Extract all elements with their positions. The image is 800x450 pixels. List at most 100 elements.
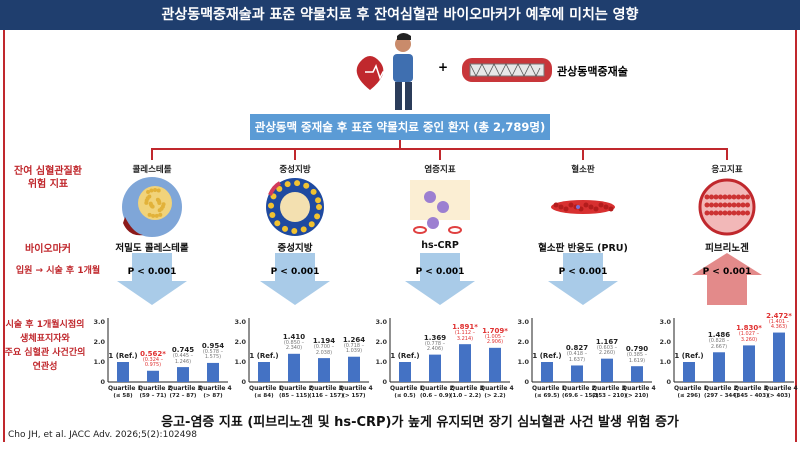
bar-label-group: 1.830*(1.027 – 3.260) <box>734 324 764 343</box>
risk-indicator-label: 잔여 심혈관질환 위험 지표 <box>14 166 82 190</box>
x-tick-label: Quartile 1 <box>390 385 424 392</box>
bar <box>713 352 725 382</box>
chart-plot-area <box>107 318 228 383</box>
bar-value-label: 2.472* <box>766 311 792 320</box>
population-box: 관상동맥 중재술 후 표준 약물치료 중인 환자 (총 2,789명) <box>250 114 550 140</box>
bar <box>429 354 441 382</box>
connector <box>582 148 584 160</box>
bar-label-group: 1 (Ref.) <box>249 352 279 360</box>
bar-label-group: 1.410(0.850 – 2.340) <box>279 333 309 352</box>
x-tick-label: Quartile 3 <box>168 385 202 392</box>
bar-label-group: 0.954(0.578 – 1.575) <box>198 342 228 361</box>
confidence-interval-label: (0.828 – 2.667) <box>708 338 730 350</box>
bar-label-group: 1 (Ref.) <box>674 352 704 360</box>
chart-plot-area <box>673 318 794 383</box>
confidence-interval-label: (1.027 – 3.260) <box>738 331 760 343</box>
decrease-arrow: P < 0.001 <box>405 253 475 305</box>
bar <box>489 347 501 382</box>
bar <box>147 370 159 382</box>
bar <box>117 362 129 382</box>
x-range-label: (72 – 87) <box>169 393 197 399</box>
x-range-label: (> 157) <box>342 393 366 399</box>
x-range-label: (> 87) <box>203 393 223 399</box>
confidence-interval-label: (0.700 – 2.038) <box>313 344 335 356</box>
x-range-label: (> 2.2) <box>484 393 506 399</box>
bar-value-label: 0.954 <box>201 341 225 350</box>
x-tick-label: Quartile 2 <box>562 385 596 392</box>
x-tick-label: Quartile 3 <box>450 385 484 392</box>
decrease-arrow: P < 0.001 <box>260 253 330 305</box>
bar-label-group: 1 (Ref.) <box>390 352 420 360</box>
confidence-interval-label: (1.005 – 2.906) <box>484 333 506 346</box>
x-tick-label: Quartile 4 <box>480 385 514 392</box>
x-tick-label: Quartile 3 <box>734 385 768 392</box>
y-tick-label: 1.0 <box>93 357 105 366</box>
bar-value-label: 1 (Ref.) <box>108 352 138 360</box>
biomarker-name: hs-CRP <box>421 240 459 251</box>
biomarker-illustration-icon <box>122 177 182 237</box>
confidence-interval-label: (0.324 – 0.975) <box>142 356 164 369</box>
y-tick-label: 3.0 <box>517 317 529 326</box>
bar-value-label: 1.891* <box>452 323 478 332</box>
y-tick-label: 3.0 <box>375 317 387 326</box>
category-label: 염증지표 <box>424 165 456 175</box>
bar-label-group: 1.709*(1.005 – 2.906) <box>480 327 510 346</box>
bar <box>459 344 471 382</box>
confidence-interval-label: (1.112 – 3.214) <box>454 330 476 342</box>
x-range-label: (≤ 84) <box>254 393 274 399</box>
bar <box>399 362 411 382</box>
connector <box>399 140 401 149</box>
x-range-label: (≤ 69.5) <box>534 393 560 399</box>
bar-label-group: 1.369(0.778 – 2.406) <box>420 334 450 353</box>
x-range-label: (≤ 58) <box>113 393 133 399</box>
x-tick-label: Quartile 4 <box>198 385 232 392</box>
chart-plot-area <box>248 318 369 383</box>
bar-value-label: 0.790 <box>625 345 649 354</box>
x-range-label: (297 – 344) <box>704 393 739 399</box>
y-tick-label: 2.0 <box>375 337 387 346</box>
bar-value-label: 1.486 <box>707 331 731 340</box>
bar <box>683 362 695 382</box>
decrease-arrow: P < 0.001 <box>548 253 618 305</box>
citation: Cho JH, et al. JACC Adv. 2026;5(2):10249… <box>8 430 197 440</box>
bar-value-label: 1 (Ref.) <box>674 352 704 360</box>
bar <box>743 345 755 382</box>
patient-chest-pain-illustration <box>356 33 413 110</box>
stent-label: 관상동맥중재술 <box>557 65 628 78</box>
confidence-interval-label: (0.603 – 2.260) <box>596 344 618 357</box>
confidence-interval-label: (1.401 – 4.363) <box>768 318 790 331</box>
plus-sign: + <box>438 60 449 74</box>
x-range-label: (116 – 157) <box>309 393 344 399</box>
chart-plot-area <box>389 318 510 383</box>
bar-value-label: 1.709* <box>482 326 508 335</box>
biomarker-label: 바이오마커 <box>25 244 71 255</box>
bar-label-group: 1.264(0.718 – 1.039) <box>339 336 369 355</box>
timing-label: 입원 → 시술 후 1개월 <box>15 266 101 276</box>
bar-label-group: 2.472*(1.401 – 4.363) <box>764 312 794 331</box>
x-range-label: (0.6 – 0.9) <box>420 393 452 399</box>
bar <box>348 356 360 382</box>
increase-arrow: P < 0.001 <box>692 253 762 305</box>
association-label: 시술 후 1개월시점의 생체표지자와 주요 심혈관 사건간의 연관성 <box>4 320 86 372</box>
biomarker-illustration-icon <box>698 178 756 236</box>
confidence-interval-label: (0.445 – 1.246) <box>172 353 194 365</box>
bar-value-label: 0.562* <box>140 349 166 358</box>
biomarker-name: 피브리노겐 <box>705 243 749 254</box>
bar-value-label: 1 (Ref.) <box>532 352 562 360</box>
bar-label-group: 1 (Ref.) <box>532 352 562 360</box>
bar-label-group: 0.790(0.385 – 1.619) <box>622 345 652 364</box>
connector <box>726 148 728 160</box>
x-range-label: (69.6 – 152) <box>562 393 599 399</box>
y-tick-label: 2.0 <box>234 337 246 346</box>
bar-value-label: 1 (Ref.) <box>249 352 279 360</box>
bar <box>541 362 553 382</box>
y-tick-label: 1.0 <box>375 357 387 366</box>
stent-illustration <box>462 58 552 82</box>
x-range-label: (153 – 210) <box>592 393 627 399</box>
conclusion: 응고-염증 지표 (피브리노겐 및 hs-CRP)가 높게 유지되면 장기 심뇌… <box>161 415 679 430</box>
p-value: P < 0.001 <box>415 267 465 277</box>
x-range-label: (≤ 0.5) <box>394 393 416 399</box>
bar-value-label: 1.410 <box>282 332 306 341</box>
